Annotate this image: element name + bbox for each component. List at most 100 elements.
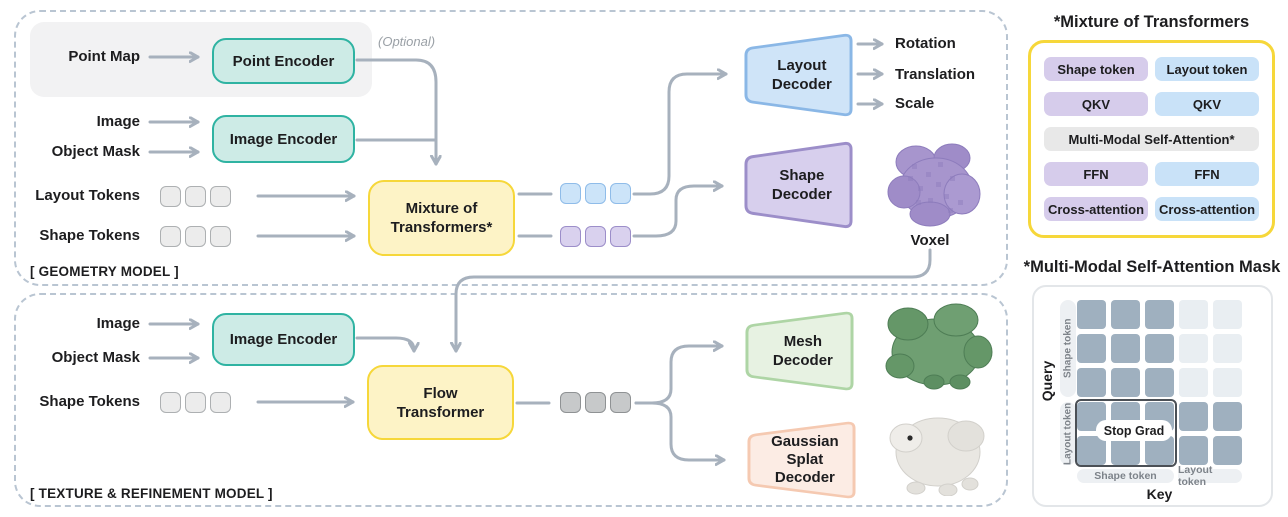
token xyxy=(560,183,581,204)
mask-cell-masked xyxy=(1213,300,1242,329)
mask-panel-title: *Multi-Modal Self-Attention Mask xyxy=(1023,258,1281,276)
mesh-thumbnail xyxy=(885,303,993,390)
token xyxy=(610,183,631,204)
key-layout-token-group: Layout token xyxy=(1178,464,1242,488)
mask-cell-masked xyxy=(1179,368,1208,397)
mask-cell-masked xyxy=(1213,368,1242,397)
mask-cell-attend xyxy=(1213,402,1242,431)
mask-cell-attend xyxy=(1077,334,1106,363)
shape-token-pill: Shape token xyxy=(1044,57,1148,81)
layout-token-pill: Layout token xyxy=(1155,57,1259,81)
mot-row-attention: Multi-Modal Self-Attention* xyxy=(1044,127,1259,151)
mask-cell-attend xyxy=(1077,436,1106,465)
stop-grad-label: Stop Grad xyxy=(1096,420,1172,441)
image-label: Image xyxy=(96,113,140,130)
token xyxy=(610,226,631,247)
mixture-of-transformers-label: Mixture of Transformers* xyxy=(390,200,493,236)
point-encoder-label: Point Encoder xyxy=(232,52,335,70)
mask-cell-attend xyxy=(1145,300,1174,329)
mixture-of-transformers-block: Mixture of Transformers* xyxy=(368,180,515,256)
rotation-output-label: Rotation xyxy=(895,35,956,52)
flow-output-tokens xyxy=(560,392,631,413)
image-encoder-label: Image Encoder xyxy=(229,130,338,148)
mask-cell-attend xyxy=(1077,300,1106,329)
shape-tokens-latent xyxy=(560,226,631,247)
mot-panel: Shape token Layout token QKV QKV Multi-M… xyxy=(1028,40,1275,238)
mask-cell-attend xyxy=(1145,368,1174,397)
token xyxy=(610,392,631,413)
mask-cell-attend xyxy=(1213,436,1242,465)
attention-mask-grid xyxy=(1077,300,1242,465)
mask-cell-attend xyxy=(1111,334,1140,363)
qkv-layout-pill: QKV xyxy=(1155,92,1259,116)
gaussian-splat-thumbnail xyxy=(889,417,985,496)
shape-tokens-input xyxy=(160,226,231,247)
token xyxy=(585,183,606,204)
ffn-layout-pill: FFN xyxy=(1155,162,1259,186)
multi-modal-self-attention-pill: Multi-Modal Self-Attention* xyxy=(1044,127,1259,151)
token xyxy=(210,186,231,207)
cross-attention-layout-pill: Cross-attention xyxy=(1155,197,1259,221)
point-map-label: Point Map xyxy=(68,48,140,65)
token xyxy=(160,186,181,207)
shape-tokens-label: Shape Tokens xyxy=(39,227,140,244)
token xyxy=(160,226,181,247)
mask-cell-attend xyxy=(1179,402,1208,431)
mot-row-tokens: Shape token Layout token xyxy=(1044,57,1259,81)
shape-tokens-label-2: Shape Tokens xyxy=(39,393,140,410)
token xyxy=(185,186,206,207)
mask-cell-attend xyxy=(1145,334,1174,363)
mot-row-qkv: QKV QKV xyxy=(1044,92,1259,116)
shape-tokens-input-2 xyxy=(160,392,231,413)
gaussian-splat-decoder-block: Gaussian Splat Decoder xyxy=(745,420,858,500)
voxel-thumbnail xyxy=(887,143,981,227)
layout-decoder-label: Layout Decoder xyxy=(771,57,832,93)
token xyxy=(160,392,181,413)
sheep-eye xyxy=(907,435,913,441)
qkv-shape-pill: QKV xyxy=(1044,92,1148,116)
token xyxy=(560,392,581,413)
mot-row-cross-attention: Cross-attention Cross-attention xyxy=(1044,197,1259,221)
layout-tokens-latent xyxy=(560,183,631,204)
trapezoid-shape xyxy=(744,141,853,229)
image-label-2: Image xyxy=(96,315,140,332)
layout-tokens-input xyxy=(160,186,231,207)
token xyxy=(585,392,606,413)
token xyxy=(210,226,231,247)
token xyxy=(210,392,231,413)
mask-cell-attend xyxy=(1111,368,1140,397)
mask-cell-attend xyxy=(1179,436,1208,465)
shape-decoder-label: Shape Decoder xyxy=(771,167,832,203)
object-mask-label: Object Mask xyxy=(51,143,140,160)
key-axis-label: Key xyxy=(1146,486,1173,502)
ffn-shape-pill: FFN xyxy=(1044,162,1148,186)
trapezoid-shape xyxy=(747,421,856,499)
texture-model-label: [ TEXTURE & REFINEMENT MODEL ] xyxy=(30,486,273,501)
scale-output-label: Scale xyxy=(895,95,935,112)
mask-cell-attend xyxy=(1077,368,1106,397)
query-axis-label: Query xyxy=(1039,360,1055,402)
image-encoder-label-2: Image Encoder xyxy=(229,331,338,348)
shape-decoder-block: Shape Decoder xyxy=(742,140,855,230)
flow-transformer-label: Flow Transformer xyxy=(396,384,485,421)
attention-mask-panel: Query Shape token Layout token Stop Grad… xyxy=(1032,285,1273,507)
query-shape-token-group: Shape token xyxy=(1060,300,1076,397)
translation-output-label: Translation xyxy=(895,66,976,83)
mesh-decoder-block: Mesh Decoder xyxy=(743,310,856,392)
layout-tokens-label: Layout Tokens xyxy=(35,187,140,204)
voxel-label: Voxel xyxy=(910,232,950,249)
mot-row-ffn: FFN FFN xyxy=(1044,162,1259,186)
mask-cell-masked xyxy=(1179,334,1208,363)
object-mask-label-2: Object Mask xyxy=(51,349,140,366)
token xyxy=(185,226,206,247)
gaussian-splat-decoder-label: Gaussian Splat Decoder xyxy=(771,433,839,486)
layout-decoder-block: Layout Decoder xyxy=(742,32,855,118)
mask-cell-attend xyxy=(1111,300,1140,329)
cross-attention-shape-pill: Cross-attention xyxy=(1044,197,1148,221)
token xyxy=(585,226,606,247)
key-shape-token-group: Shape token xyxy=(1077,469,1174,483)
image-encoder-block: Image Encoder xyxy=(212,115,355,163)
image-encoder-block-2: Image Encoder xyxy=(212,313,355,366)
flow-transformer-block: Flow Transformer xyxy=(367,365,514,440)
